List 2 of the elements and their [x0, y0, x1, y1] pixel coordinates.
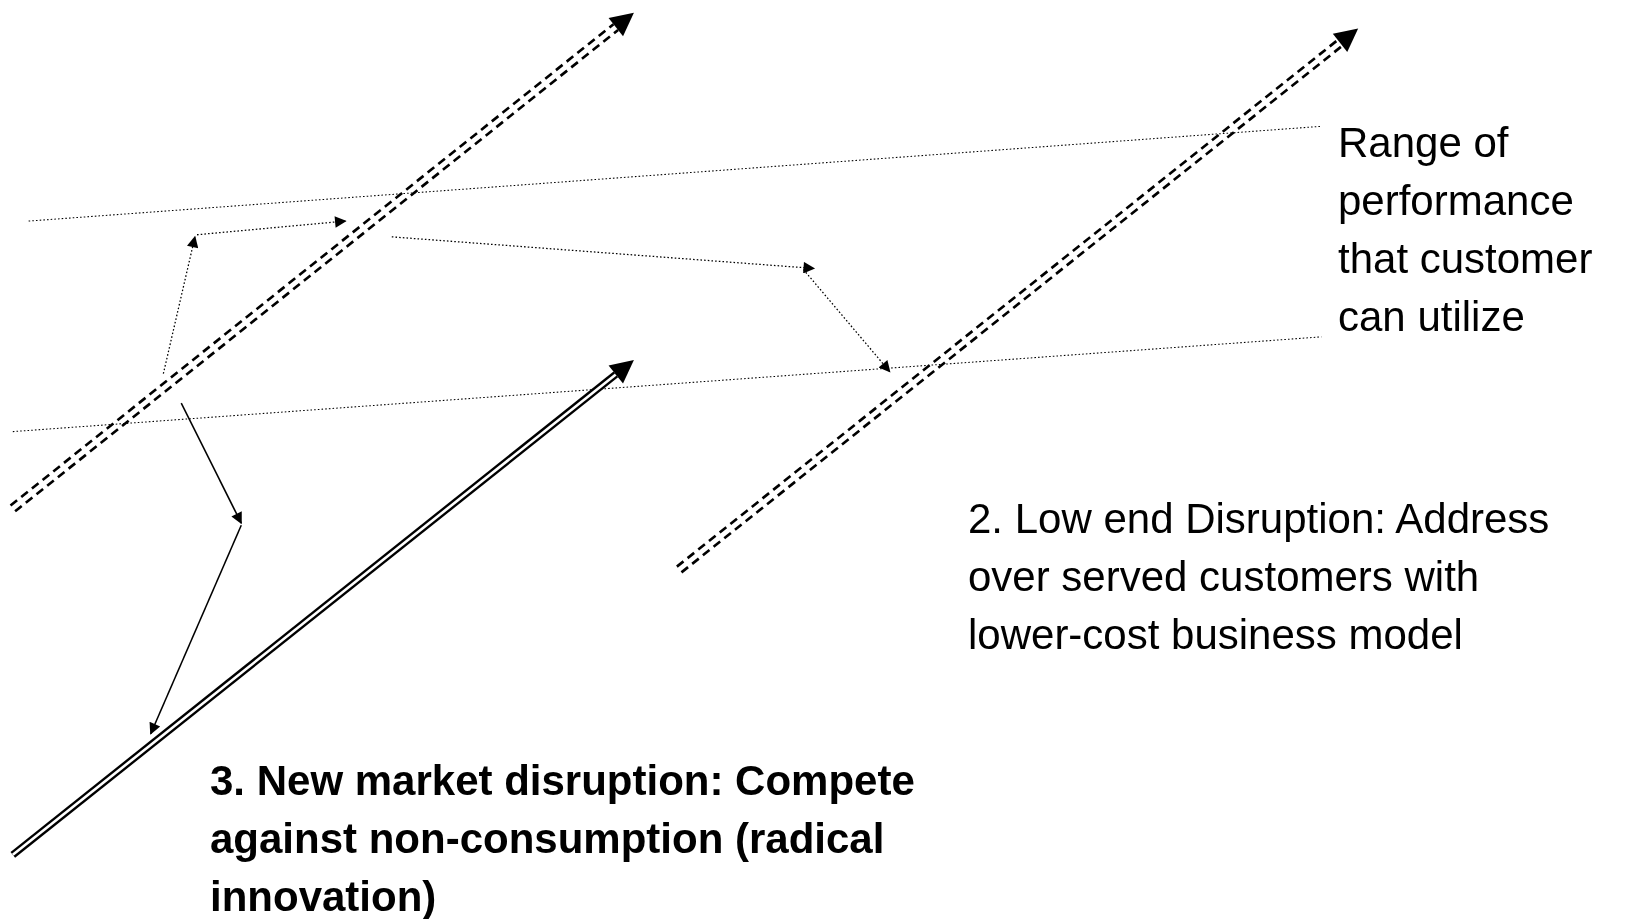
low-end-disruption-label: 2. Low end Disruption: Address over served customers with lower-cost business model [968, 494, 1551, 660]
range-label: Range of performance that customer can utilize [1338, 118, 1594, 342]
